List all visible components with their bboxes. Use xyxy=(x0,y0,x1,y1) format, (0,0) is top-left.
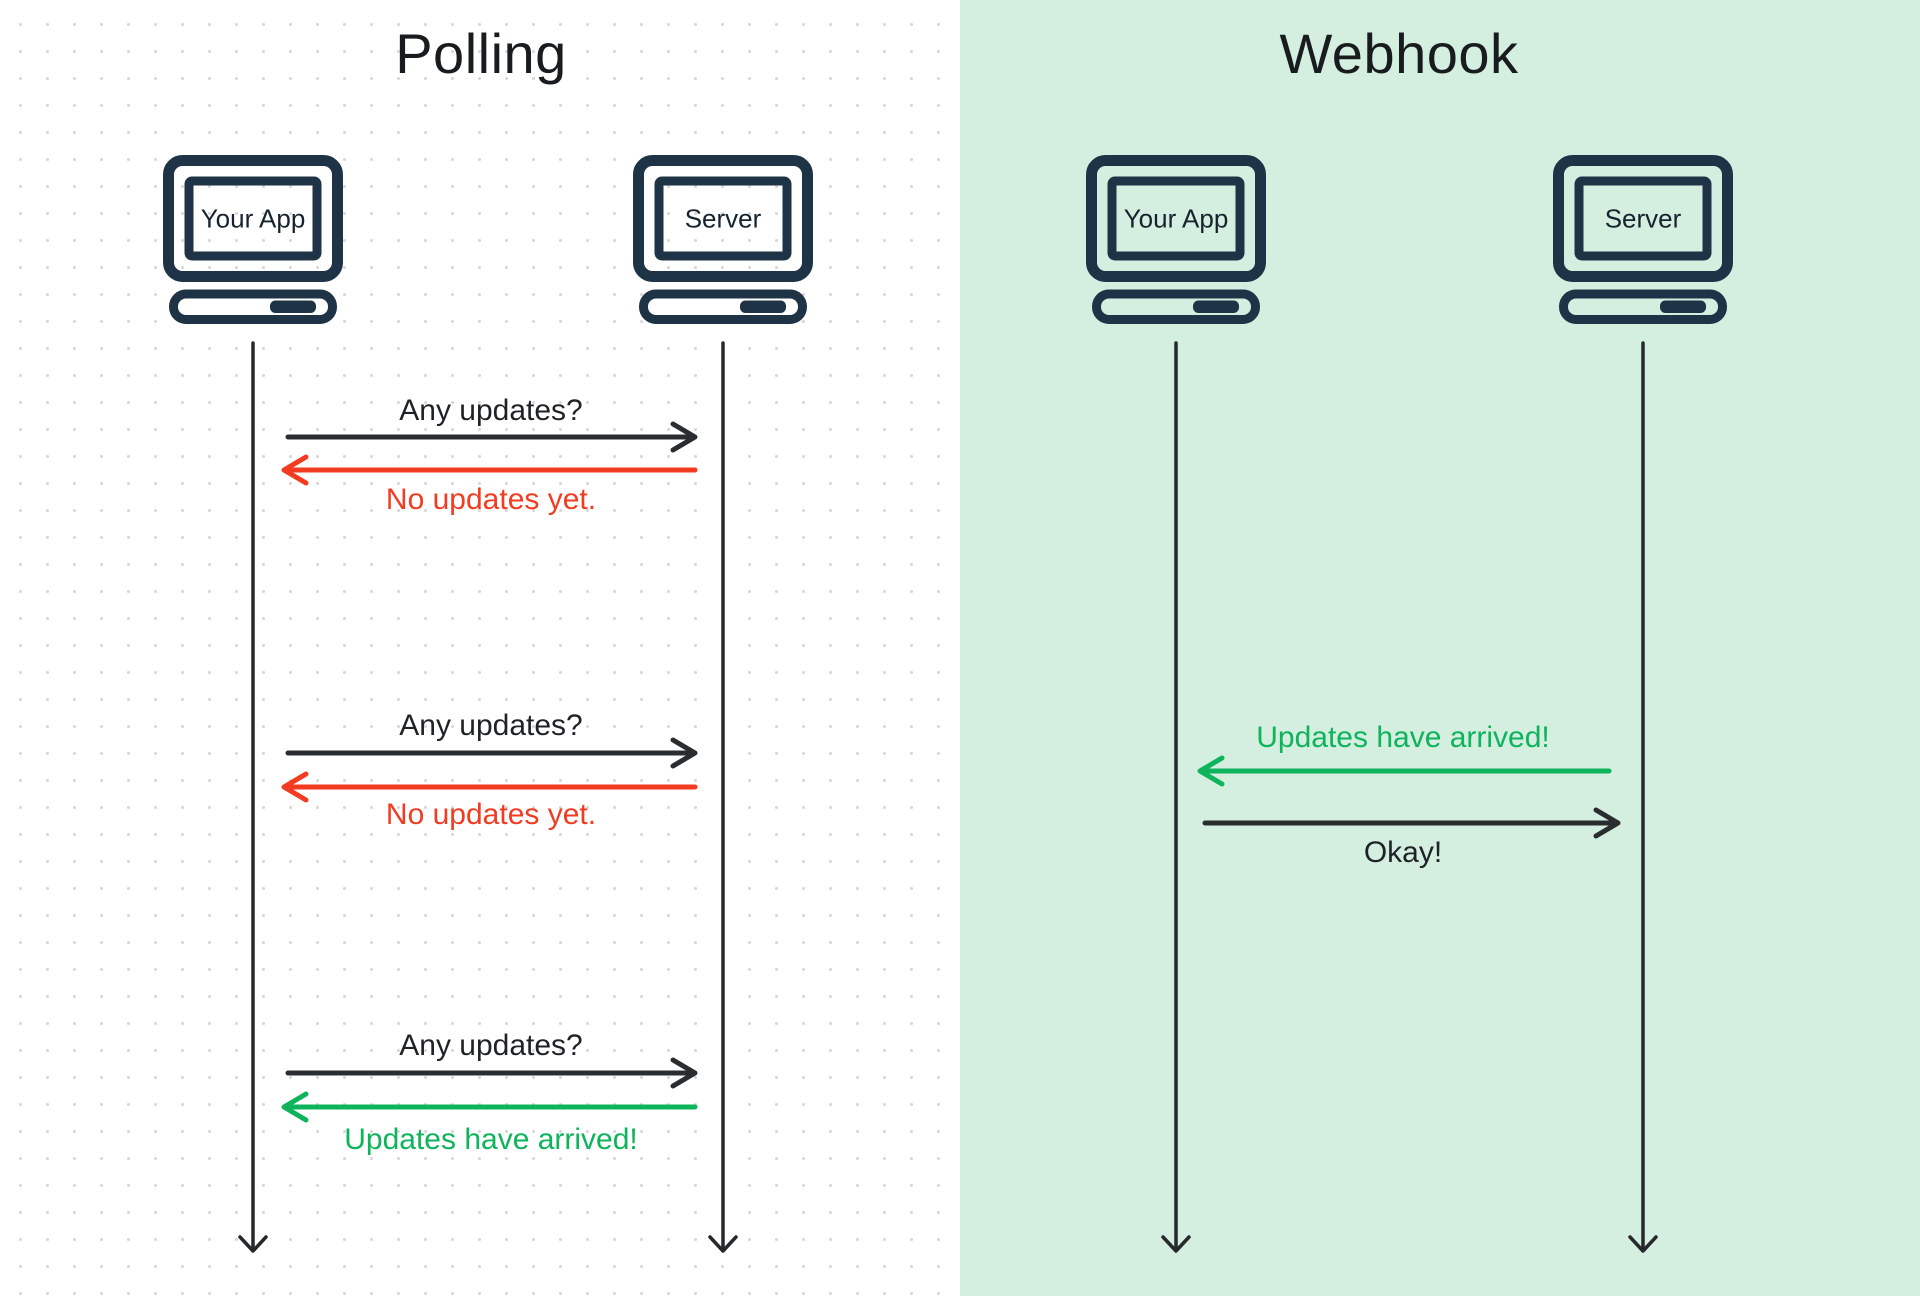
actor-label-your-app: Your App xyxy=(1123,203,1229,234)
webhook-title: Webhook xyxy=(1279,22,1519,85)
response-label: No updates yet. xyxy=(385,798,597,831)
webhook-push-label: Updates have arrived! xyxy=(1256,721,1550,754)
request-label: Any updates? xyxy=(399,394,583,427)
request-label: Any updates? xyxy=(399,709,583,742)
response-label: No updates yet. xyxy=(385,483,597,516)
webhook-panel xyxy=(960,0,1920,1296)
actor-label-server: Server xyxy=(1604,203,1682,234)
actor-label-server: Server xyxy=(684,203,762,234)
actor-label-your-app: Your App xyxy=(200,203,306,234)
ack-label: Okay! xyxy=(1363,836,1443,869)
polling-panel xyxy=(0,0,960,1296)
response-label: Updates have arrived! xyxy=(344,1123,638,1156)
polling-title: Polling xyxy=(395,22,567,85)
request-label: Any updates? xyxy=(399,1029,583,1062)
